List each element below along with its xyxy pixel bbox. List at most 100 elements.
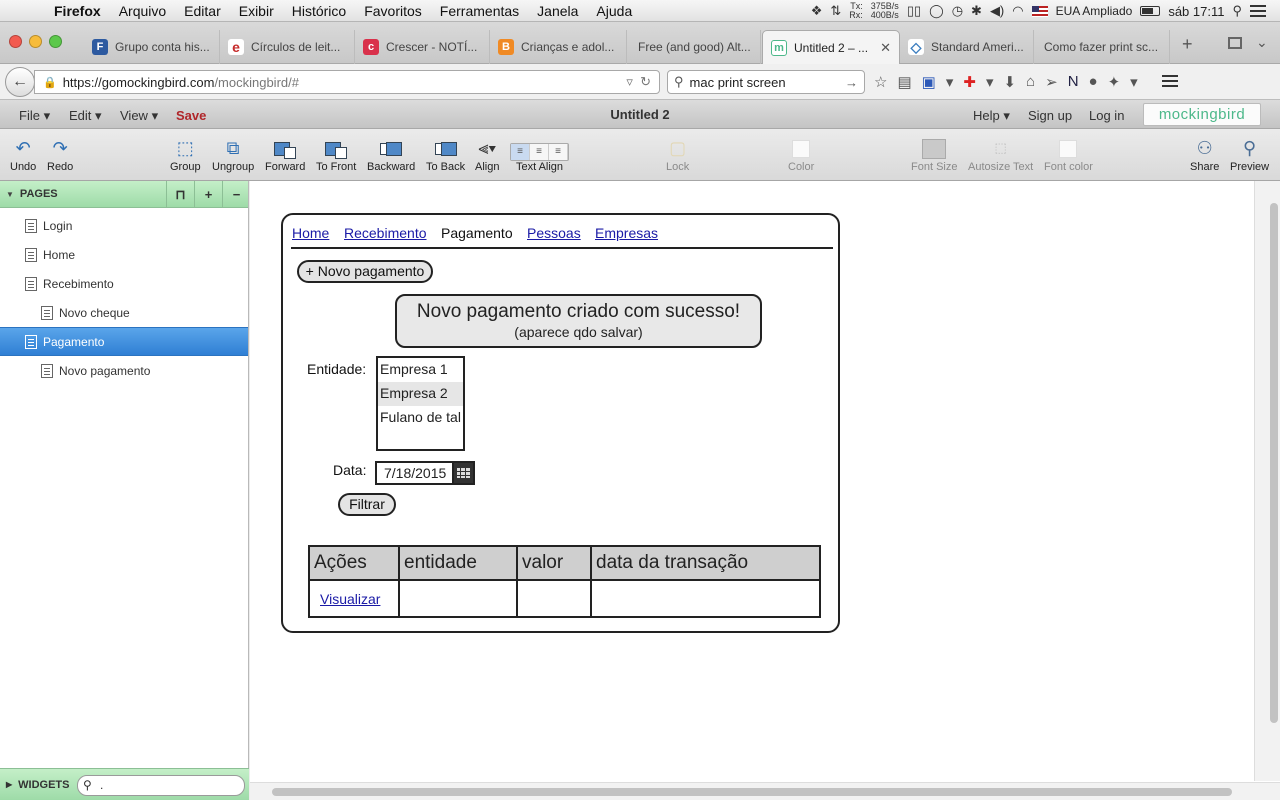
- backward-button[interactable]: Backward: [367, 135, 415, 173]
- os-menu-janela[interactable]: Janela: [537, 2, 579, 19]
- download-icon[interactable]: ⬇: [1003, 74, 1017, 91]
- login-link[interactable]: Log in: [1089, 108, 1125, 123]
- font-color-button[interactable]: Font color: [1044, 135, 1093, 173]
- os-menu-ajuda[interactable]: Ajuda: [596, 2, 633, 19]
- visualizar-link[interactable]: Visualizar: [308, 579, 400, 618]
- share-button[interactable]: ⚇ Share: [1190, 135, 1219, 173]
- redo-button[interactable]: ↷ Redo: [47, 135, 73, 173]
- chat-icon[interactable]: ◯: [929, 3, 944, 18]
- browser-tab[interactable]: ◇ Standard Ameri...: [900, 30, 1034, 64]
- volume-icon[interactable]: ◀): [989, 3, 1005, 18]
- browser-tab[interactable]: Free (and good) Alt...: [627, 30, 761, 64]
- dropdown-chevron-icon[interactable]: ▾: [945, 74, 954, 91]
- align-button[interactable]: ⫷▾ Align: [475, 135, 499, 173]
- back-arrow-icon[interactable]: ←: [5, 67, 35, 97]
- autosize-text-button[interactable]: ⬚ Autosize Text: [968, 135, 1033, 173]
- remove-page-button[interactable]: −: [222, 181, 250, 208]
- collapse-triangle-icon[interactable]: ▼: [6, 189, 14, 199]
- edit-menu[interactable]: Edit ▾: [69, 108, 102, 123]
- lock-icon[interactable]: 🔒: [43, 76, 57, 89]
- memory-icon[interactable]: ▯▯: [906, 3, 922, 18]
- group-button[interactable]: ⬚ Group: [170, 135, 201, 173]
- browser-tab[interactable]: B Crianças e adol...: [490, 30, 627, 64]
- mockingbird-logo[interactable]: mockingbird: [1143, 103, 1261, 126]
- design-canvas[interactable]: Home Recebimento Pagamento Pessoas Empre…: [250, 181, 1280, 800]
- os-menu-favoritos[interactable]: Favoritos: [364, 2, 422, 19]
- align-right-icon[interactable]: ≡: [549, 144, 568, 160]
- home-icon[interactable]: ⌂: [1026, 73, 1036, 90]
- puzzle-icon[interactable]: ✦: [1107, 74, 1121, 91]
- align-left-icon[interactable]: ≡: [511, 144, 530, 160]
- send-icon[interactable]: ➢: [1045, 74, 1058, 91]
- mockup-frame[interactable]: Home Recebimento Pagamento Pessoas Empre…: [281, 213, 840, 633]
- dropdown-chevron-icon[interactable]: ▾: [985, 74, 994, 91]
- color-button[interactable]: Color: [788, 135, 814, 173]
- browser-tab[interactable]: F Grupo conta his...: [84, 30, 220, 64]
- browser-tab[interactable]: e Círculos de leit...: [220, 30, 355, 64]
- os-menu-editar[interactable]: Editar: [184, 2, 221, 19]
- search-go-icon[interactable]: →: [845, 74, 858, 90]
- time-machine-icon[interactable]: ◷: [951, 3, 964, 18]
- file-menu[interactable]: File ▾: [19, 108, 51, 123]
- list-option-selected[interactable]: Empresa 2: [378, 382, 463, 406]
- ungroup-button[interactable]: ⧉ Ungroup: [212, 135, 254, 173]
- window-zoom-button[interactable]: [49, 35, 62, 48]
- nav-link-recebimento[interactable]: Recebimento: [344, 225, 427, 241]
- date-input[interactable]: 7/18/2015: [375, 461, 475, 485]
- undo-button[interactable]: ↶ Undo: [10, 135, 36, 173]
- browser-tab-active[interactable]: m Untitled 2 – ... ✕: [762, 30, 900, 64]
- signup-link[interactable]: Sign up: [1028, 108, 1073, 123]
- list-option[interactable]: Fulano de tal: [380, 409, 461, 425]
- os-menu-arquivo[interactable]: Arquivo: [118, 2, 167, 19]
- forward-button[interactable]: Forward: [265, 135, 305, 173]
- text-align-group[interactable]: ≡≡≡ Text Align: [510, 135, 569, 173]
- tab-list-chevron-icon[interactable]: ⌄: [1256, 34, 1268, 50]
- calendar-icon[interactable]: [452, 463, 473, 483]
- novo-pagamento-button[interactable]: + Novo pagamento: [297, 260, 433, 283]
- window-minimize-button[interactable]: [29, 35, 42, 48]
- clock[interactable]: sáb 17:11: [1168, 3, 1225, 19]
- entidade-listbox[interactable]: Empresa 1 Empresa 2 Fulano de tal: [376, 356, 465, 451]
- vertical-scrollbar[interactable]: [1254, 181, 1280, 781]
- lock-button[interactable]: ▢ Lock: [666, 135, 689, 173]
- save-button[interactable]: Save: [176, 108, 207, 123]
- nav-link-empresas[interactable]: Empresas: [595, 225, 659, 241]
- to-front-button[interactable]: To Front: [316, 135, 356, 173]
- os-menu-historico[interactable]: Histórico: [291, 2, 347, 19]
- help-menu[interactable]: Help ▾: [973, 108, 1010, 123]
- horizontal-scrollbar[interactable]: [250, 782, 1280, 800]
- notification-center-icon[interactable]: [1250, 5, 1266, 17]
- dropbox-icon[interactable]: ❖: [810, 3, 823, 18]
- nav-link-pessoas[interactable]: Pessoas: [527, 225, 581, 241]
- lock-page-icon[interactable]: ⊓: [166, 181, 194, 208]
- page-item-home[interactable]: Home: [0, 240, 248, 269]
- keyboard-layout[interactable]: EUA Ampliado: [1055, 4, 1133, 18]
- reading-list-icon[interactable]: ▤: [897, 74, 912, 91]
- bookmark-star-icon[interactable]: ☆: [874, 74, 888, 91]
- list-option[interactable]: Empresa 1: [380, 361, 448, 377]
- tab-groups-icon[interactable]: [1228, 37, 1242, 49]
- font-size-button[interactable]: Font Size: [911, 135, 957, 173]
- wifi-icon[interactable]: ◠: [1012, 3, 1024, 18]
- new-tab-icon[interactable]: +: [1182, 34, 1193, 54]
- align-center-icon[interactable]: ≡: [530, 144, 549, 160]
- page-item-pagamento[interactable]: Pagamento: [0, 327, 248, 356]
- os-menu-exibir[interactable]: Exibir: [238, 2, 274, 19]
- chat-bubble-icon[interactable]: ●: [1088, 73, 1098, 90]
- us-flag-icon[interactable]: [1031, 5, 1048, 17]
- addon-red-cross-icon[interactable]: ✚: [963, 74, 976, 91]
- to-back-button[interactable]: To Back: [426, 135, 465, 173]
- pages-header[interactable]: ▼ PAGES ⊓ + −: [0, 181, 248, 208]
- reload-icon[interactable]: ▿ ↻: [626, 74, 651, 89]
- add-page-button[interactable]: +: [194, 181, 222, 208]
- battery-icon[interactable]: [1140, 6, 1161, 16]
- dropdown-chevron-icon[interactable]: ▾: [1130, 74, 1138, 91]
- search-input[interactable]: mac print screen: [689, 74, 786, 90]
- onenote-icon[interactable]: N: [1067, 73, 1079, 90]
- browser-tab[interactable]: c Crescer - NOTÍ...: [355, 30, 490, 64]
- page-item-login[interactable]: Login: [0, 211, 248, 240]
- scrollbar-thumb[interactable]: [1270, 203, 1278, 723]
- nav-link-home[interactable]: Home: [292, 225, 330, 241]
- browser-tab[interactable]: Como fazer print sc...: [1034, 30, 1170, 64]
- bluetooth-icon[interactable]: ✱: [971, 3, 982, 18]
